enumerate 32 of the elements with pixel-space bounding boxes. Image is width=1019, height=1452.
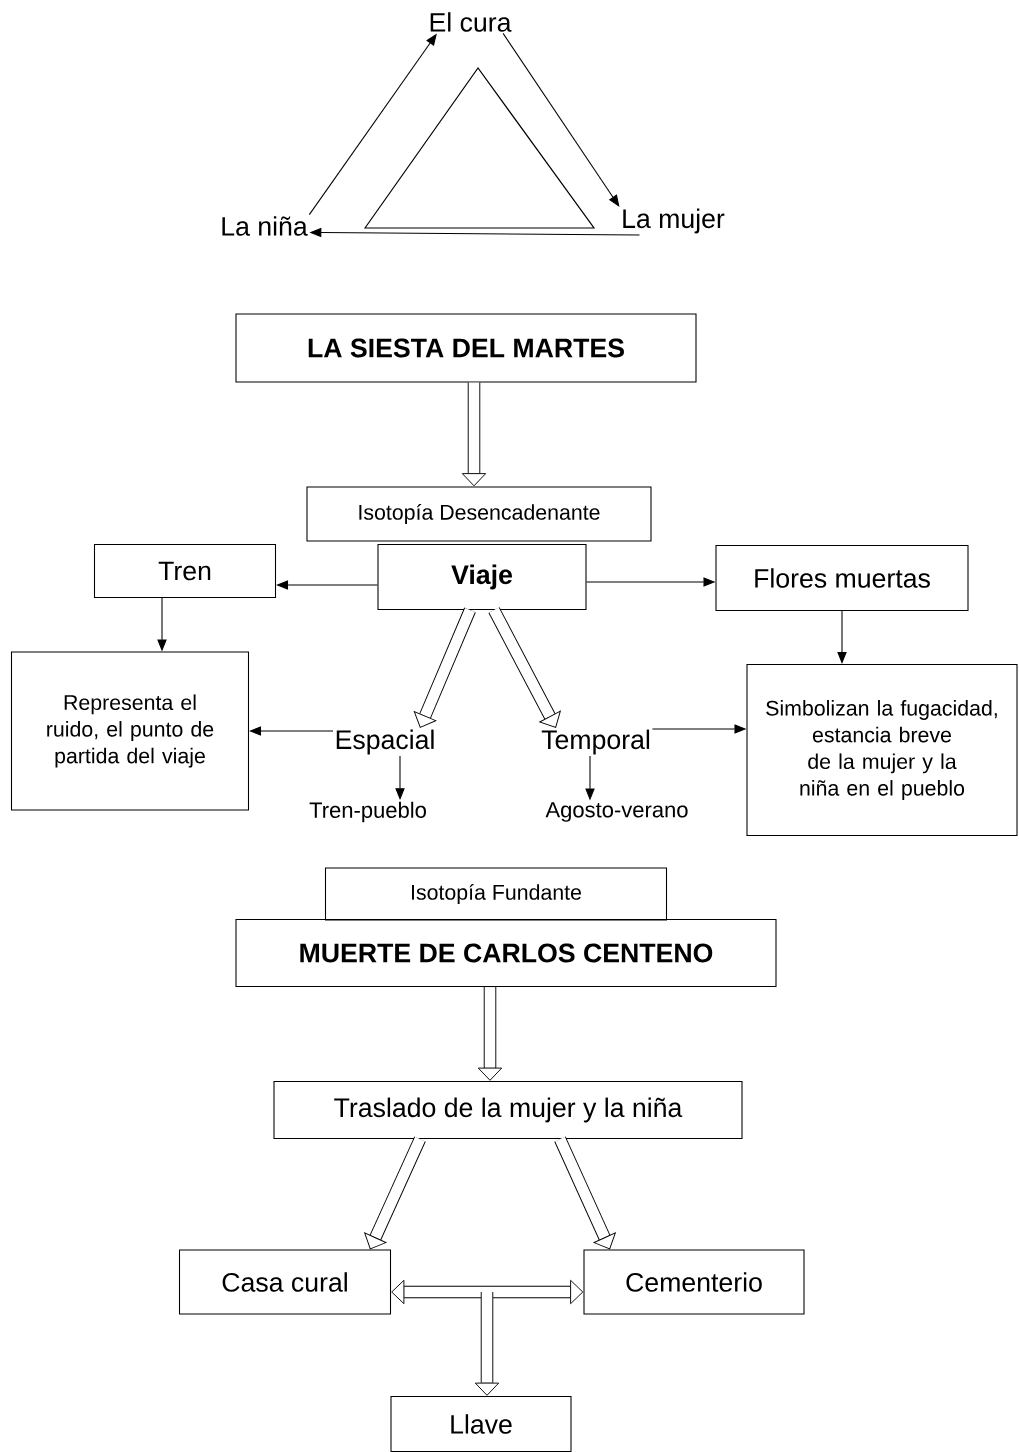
text-box: Traslado de la mujer y la niña <box>273 1080 743 1140</box>
text-box: Llave <box>390 1395 572 1452</box>
block-arrow <box>391 1279 584 1305</box>
arrow <box>502 32 620 207</box>
text-box: Isotopía Desencadenante <box>306 486 652 542</box>
node-label: La niña <box>222 216 308 236</box>
text-box: LA SIESTA DEL MARTES <box>235 313 697 383</box>
text-box: Flores muertas <box>715 544 969 612</box>
text-box: Casa cural <box>178 1249 392 1315</box>
arrow <box>276 580 378 590</box>
text-box: Simbolizan la fugacidad, estancia breve de la mujer y la niña en el pueblo <box>746 663 1018 837</box>
text-box: Viaje <box>377 543 587 611</box>
node-label: La mujer <box>623 208 725 234</box>
block-arrow <box>477 987 503 1081</box>
text-box: Isotopía Fundante <box>324 867 668 921</box>
arrow <box>837 610 847 664</box>
node-label: Espacial <box>336 729 434 755</box>
block-arrow <box>413 607 476 728</box>
block-arrow <box>554 1136 616 1250</box>
block-arrow <box>461 382 487 487</box>
arrow <box>249 726 334 736</box>
block-arrow <box>474 1292 500 1396</box>
node-label: Agosto-verano <box>545 802 688 822</box>
node-label: Temporal <box>541 729 650 755</box>
node-label: Tren-pueblo <box>309 801 426 823</box>
block-arrow <box>364 1136 426 1250</box>
text-box: Representa el ruido, el punto de partida del viaje <box>10 651 250 811</box>
text-box: MUERTE DE CARLOS CENTENO <box>235 918 777 988</box>
text-box: Tren <box>93 543 277 599</box>
text-box: Cementerio <box>583 1249 805 1315</box>
block-arrow <box>488 607 561 728</box>
node-label: El cura <box>430 12 512 32</box>
